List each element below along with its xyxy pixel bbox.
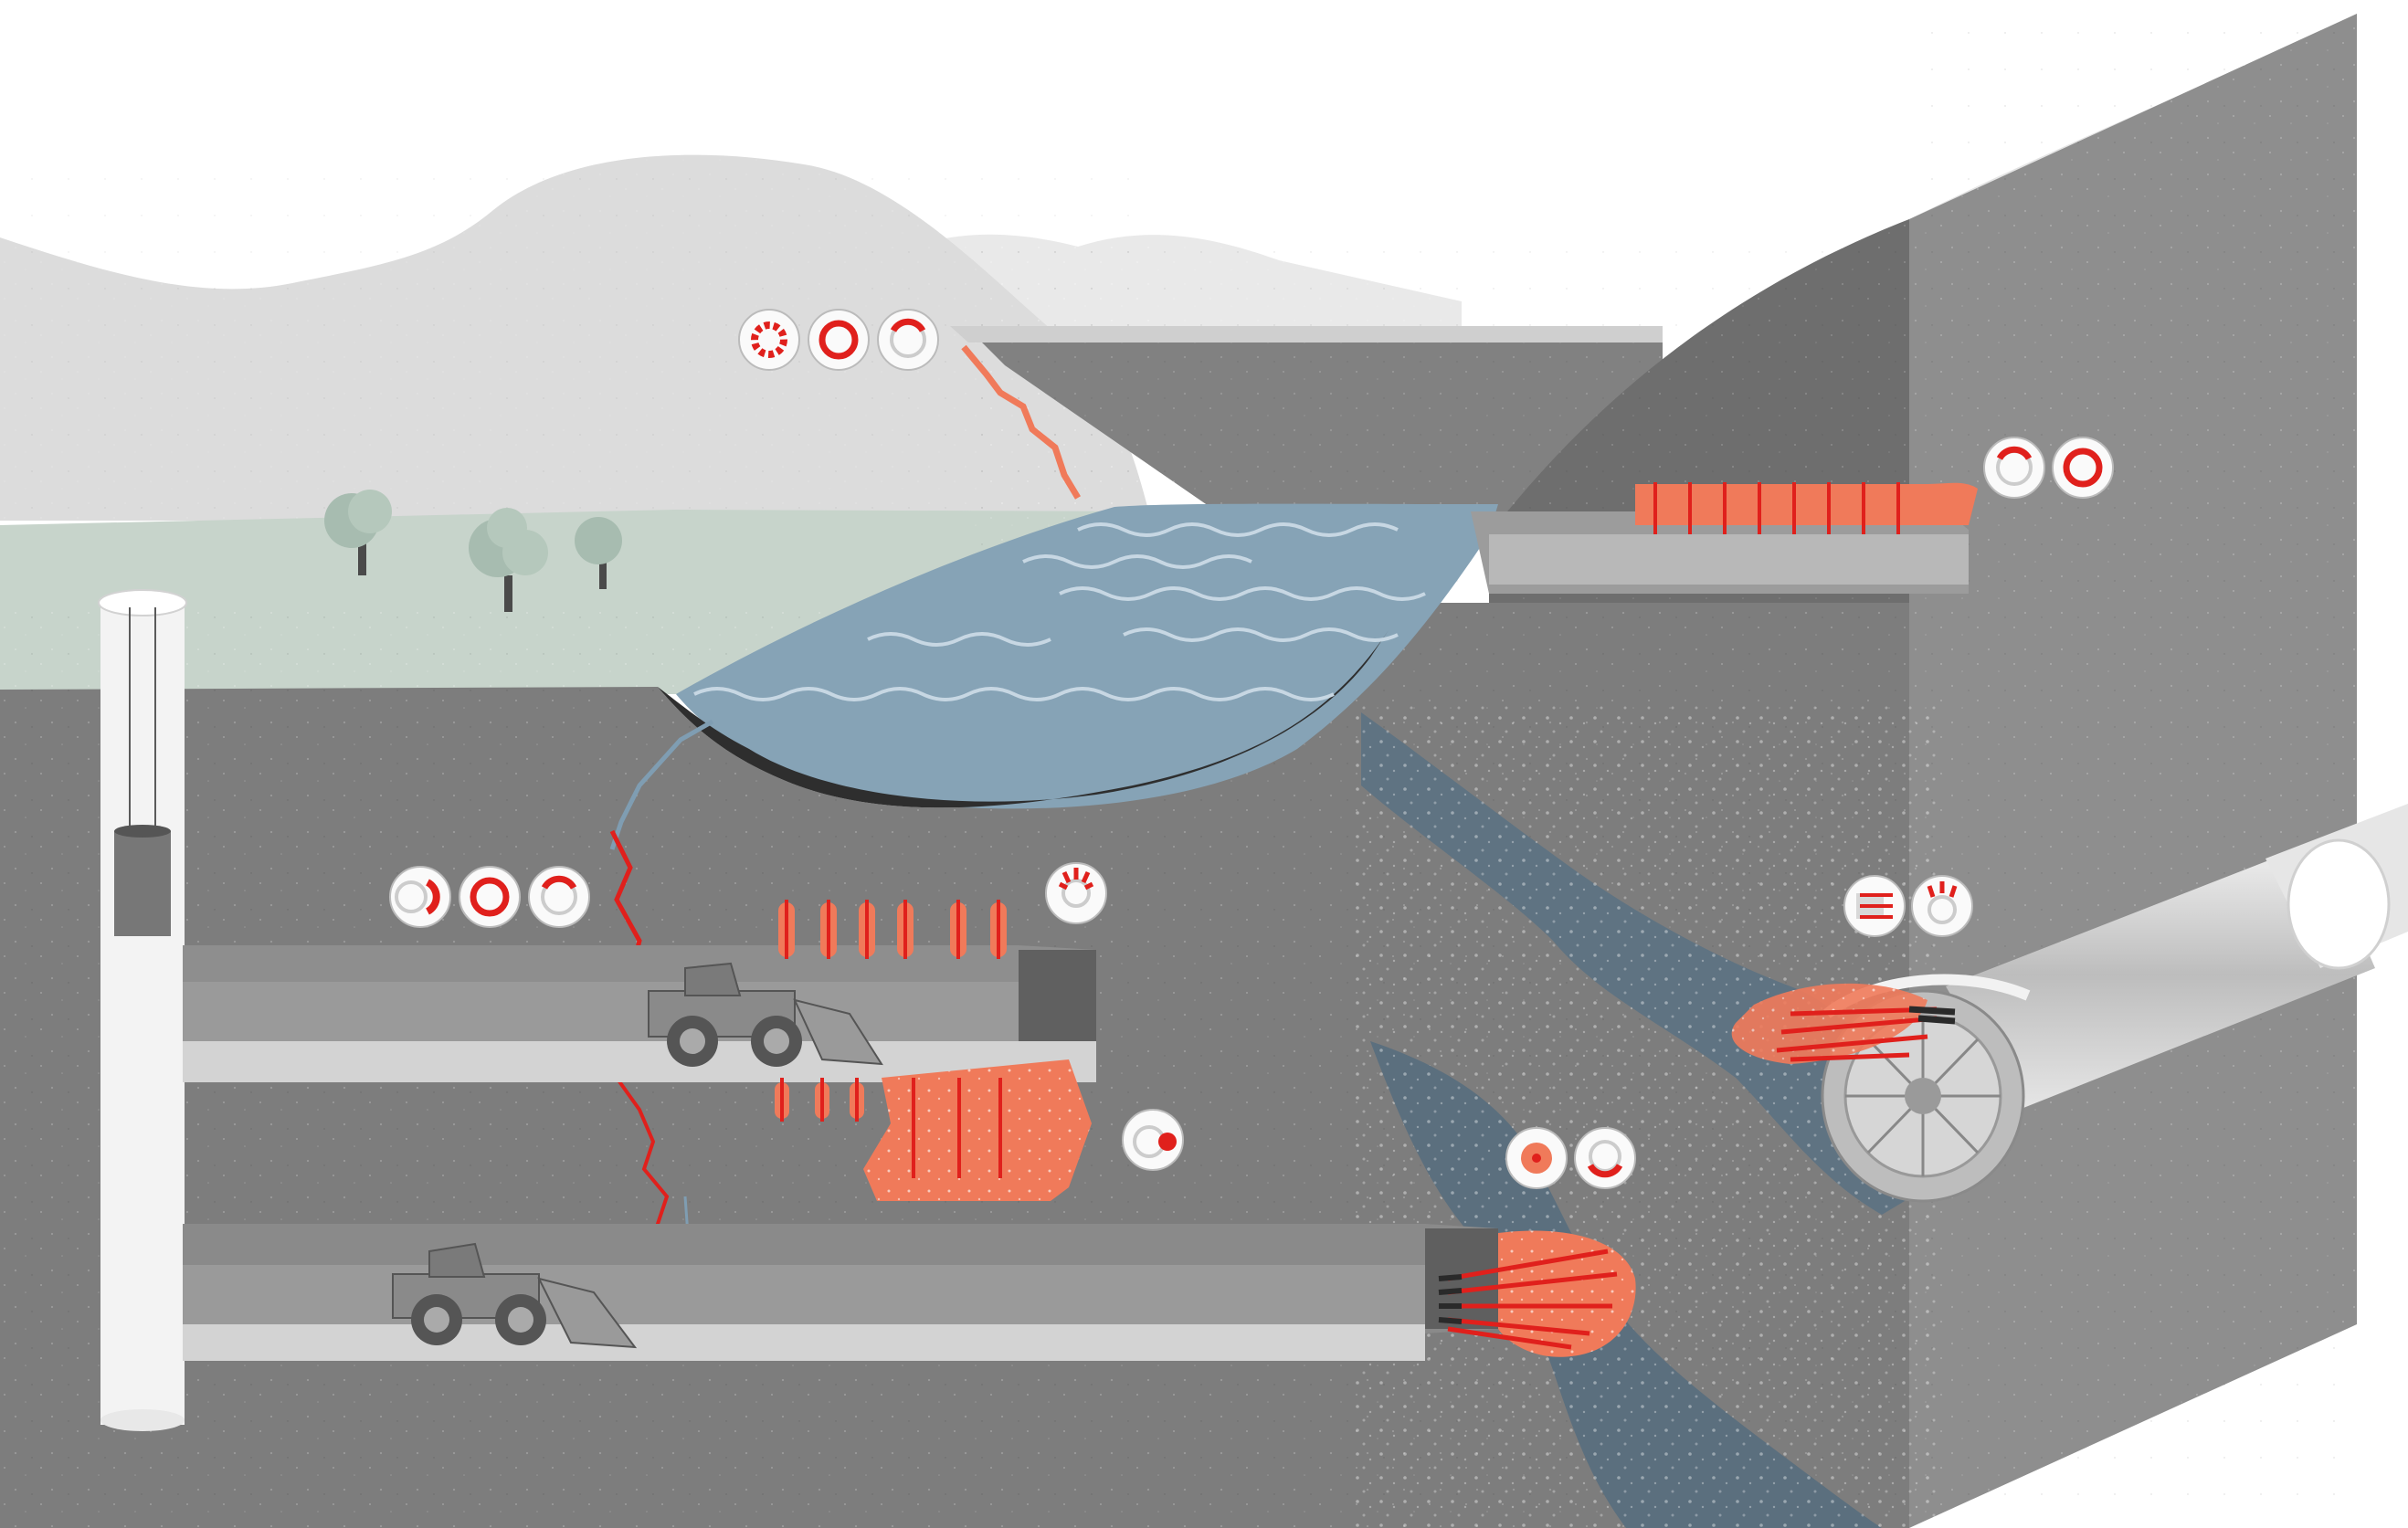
grout-icon-g[interactable] — [459, 866, 521, 928]
rock-bolts-floor — [775, 1078, 1002, 1178]
reservoir-water — [676, 503, 1498, 809]
vertical-shaft — [98, 589, 187, 1431]
tree — [469, 508, 548, 612]
loader-lower — [392, 1242, 638, 1349]
grout-icon-b[interactable] — [808, 309, 870, 371]
water-waves — [693, 522, 1426, 701]
loader-upper — [648, 962, 883, 1067]
grout-icon-i[interactable] — [1843, 875, 1906, 937]
grout-curtain — [1635, 482, 1978, 525]
grout-icon-c[interactable] — [877, 309, 939, 371]
dam-gallery — [1471, 482, 1978, 594]
grout-mass-lower — [863, 1059, 1092, 1201]
dam-slope-icons[interactable] — [1983, 437, 2114, 499]
dam-crest — [950, 326, 1663, 342]
lower-gallery — [183, 1224, 1498, 1361]
tbm-tube — [1946, 840, 2375, 1110]
tbm-icons[interactable] — [1843, 875, 1973, 937]
tree — [324, 490, 392, 575]
waterzone-icons[interactable] — [1505, 1127, 1636, 1189]
grout-icon-k[interactable] — [1505, 1127, 1568, 1189]
tree — [575, 517, 622, 589]
upper-gallery-icons[interactable] — [389, 866, 590, 928]
slope-failure-crack — [961, 344, 1082, 500]
face-grouting-lower — [1438, 1230, 1636, 1357]
upper-gallery — [183, 945, 1096, 1082]
shaft-cage — [114, 831, 171, 936]
grout-icon-h[interactable] — [528, 866, 590, 928]
bolt-array-icon[interactable] — [1045, 862, 1107, 924]
grout-icon-l[interactable] — [1574, 1127, 1636, 1189]
rock-bolts-upper — [778, 900, 1007, 959]
grout-icon-j[interactable] — [1911, 875, 1973, 937]
grout-icon-a[interactable] — [738, 309, 800, 371]
grout-icon-d[interactable] — [1983, 437, 2045, 499]
water-seepage-line — [609, 719, 714, 850]
trees — [324, 490, 622, 612]
lower-grout-icon[interactable] — [1122, 1109, 1184, 1171]
grout-icon-e[interactable] — [2052, 437, 2114, 499]
tbm-probe-grouting — [1731, 983, 1956, 1064]
grout-icon-f[interactable] — [389, 866, 451, 928]
top-left-grouting-icons[interactable] — [738, 309, 939, 371]
